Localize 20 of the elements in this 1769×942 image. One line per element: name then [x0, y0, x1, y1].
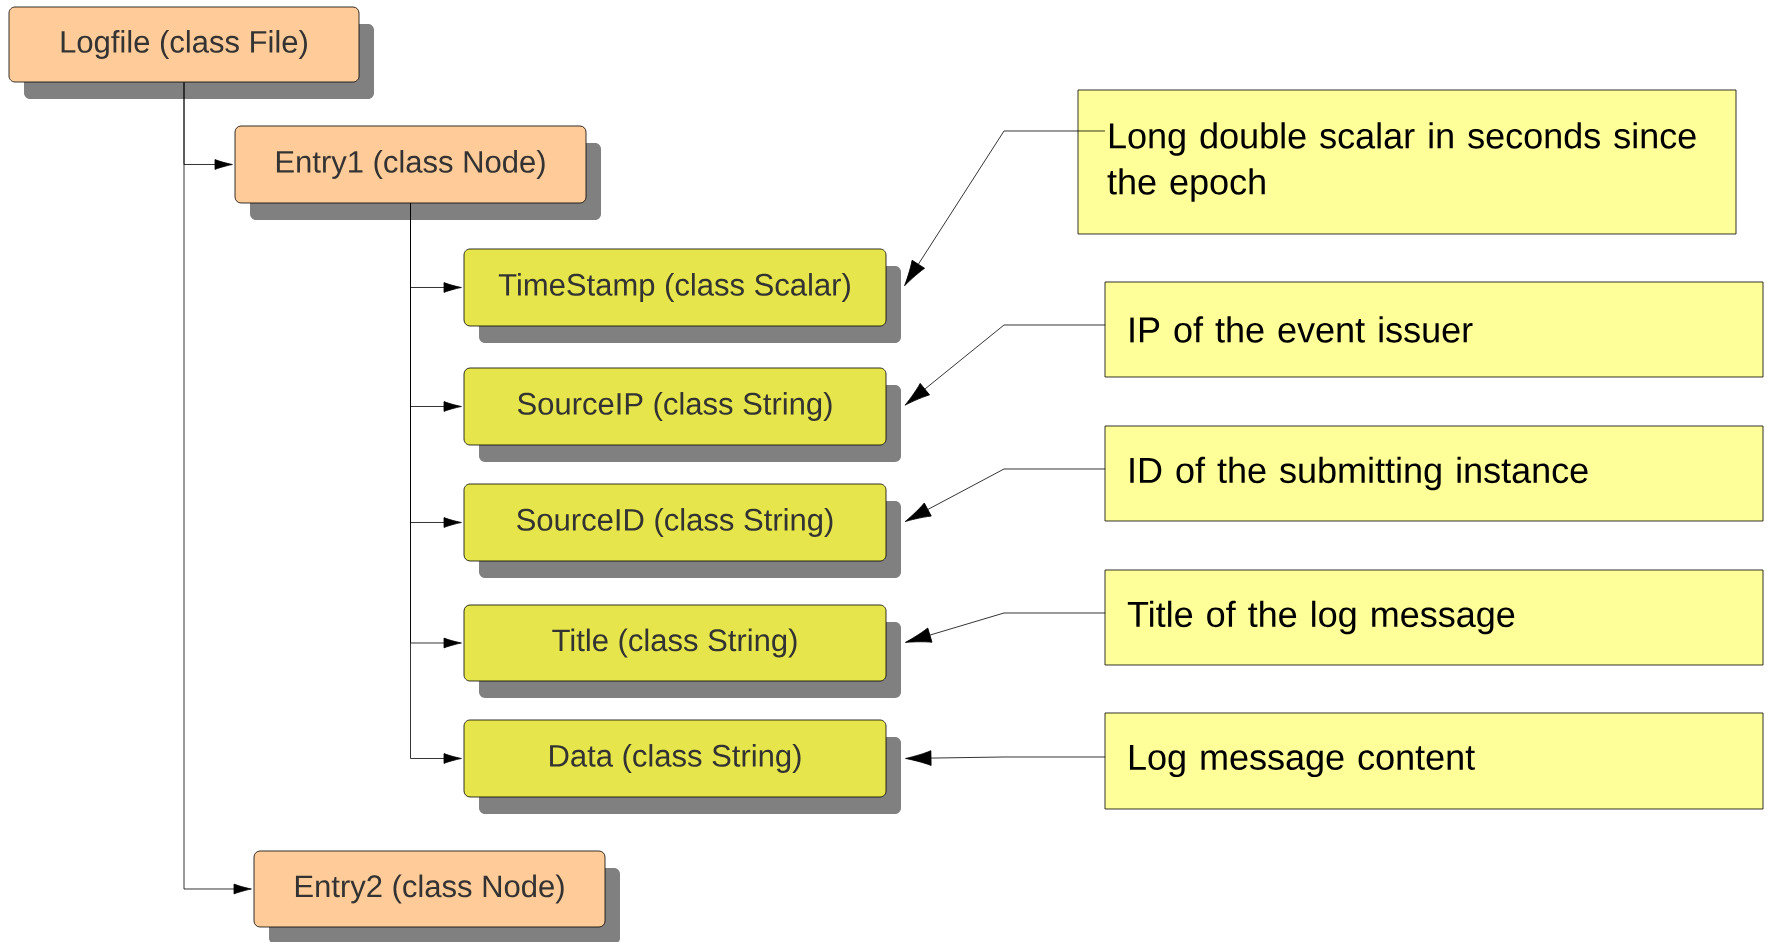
field-box: SourceID (class String)	[463, 483, 901, 578]
class-box: Entry1 (class Node)	[234, 125, 601, 220]
class-box: Logfile (class File)	[8, 6, 374, 99]
arrow	[410, 203, 462, 764]
field-box: TimeStamp (class Scalar)	[463, 248, 901, 343]
field-box: Title (class String)	[463, 604, 901, 698]
note-box: ID of the submitting instance	[1104, 425, 1764, 522]
field-box: SourceIP (class String)	[463, 367, 901, 462]
leader-line	[904, 324, 1106, 406]
field-box: Data (class String)	[463, 719, 901, 814]
leader-line	[904, 468, 1106, 522]
note-box: Long double scalar in seconds since the epoch	[1077, 89, 1737, 235]
leader-line	[905, 612, 1106, 643]
arrow	[183, 82, 252, 895]
note-box: Log message content	[1104, 712, 1764, 810]
note-box: Title of the log message	[1104, 569, 1764, 666]
note-box: IP of the event issuer	[1104, 281, 1764, 378]
class-box: Entry2 (class Node)	[253, 850, 620, 942]
leader-line	[904, 130, 1106, 287]
leader-line	[905, 750, 1106, 766]
